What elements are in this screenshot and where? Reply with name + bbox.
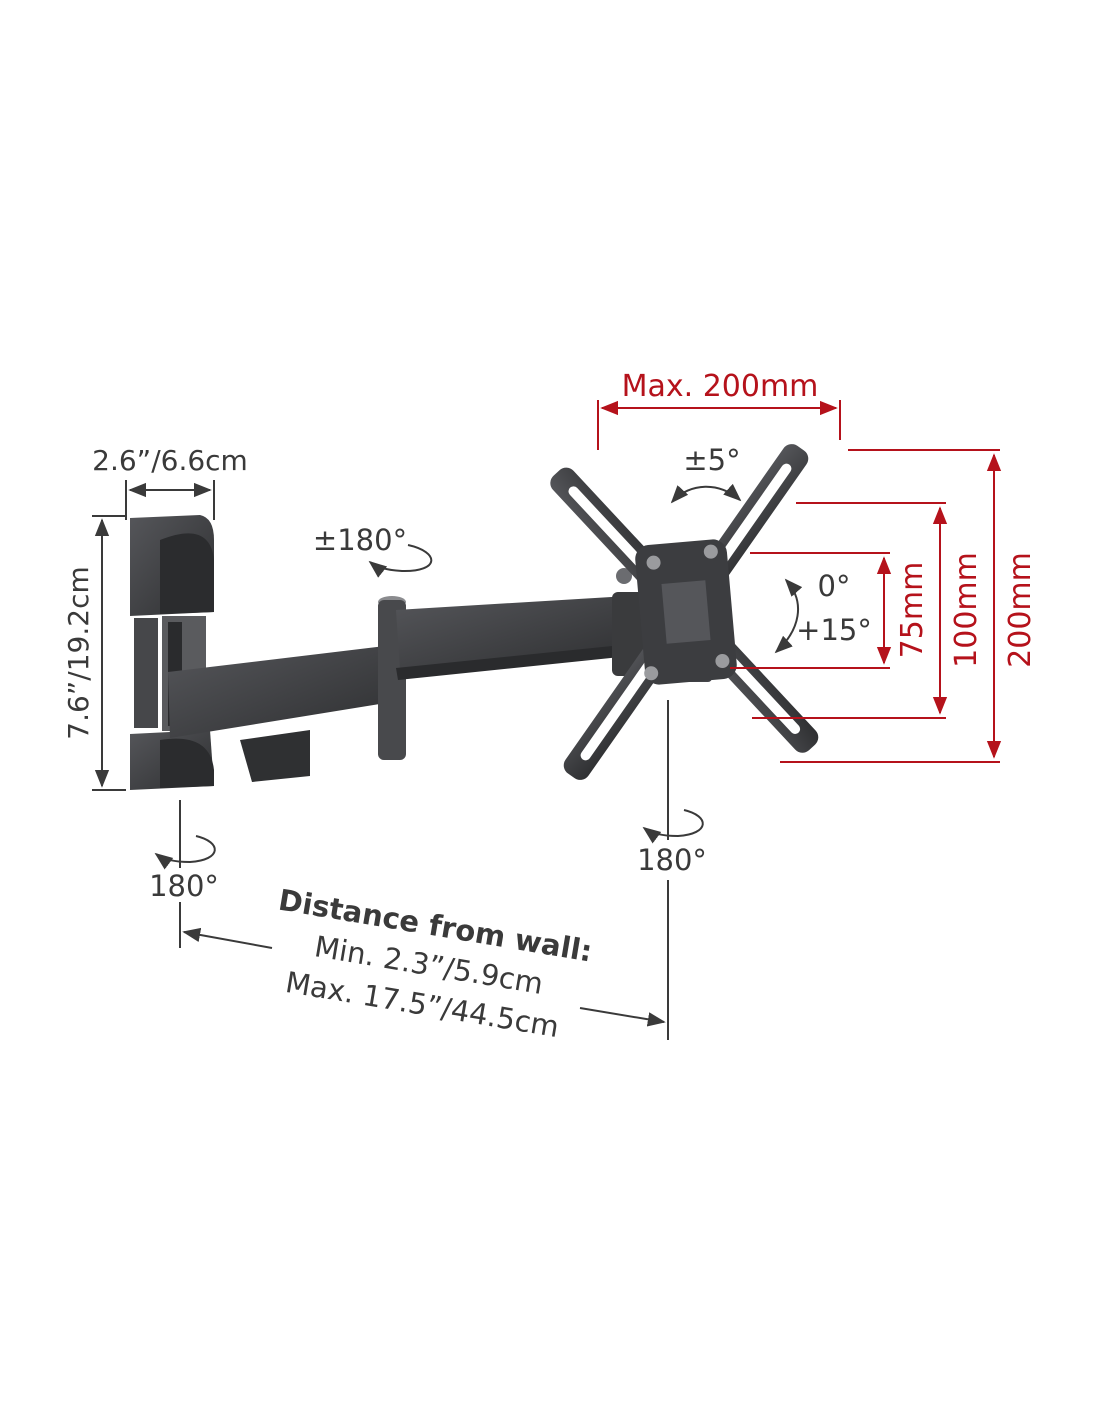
- wall-swivel-indicator: 180°: [149, 800, 219, 903]
- arm-swivel-label: ±180°: [313, 523, 407, 557]
- wall-plate-width-label: 2.6”/6.6cm: [92, 444, 248, 477]
- vesa-75-dimension: 75mm: [730, 552, 930, 669]
- wall-plate-width-dimension: 2.6”/6.6cm: [92, 444, 248, 520]
- rotation-label: ±5°: [683, 443, 740, 477]
- vesa-max-width-dimension: Max. 200mm: [597, 369, 841, 450]
- second-arm: [396, 596, 632, 680]
- vesa-200-dimension: 200mm: [780, 449, 1038, 763]
- wall-swivel-label: 180°: [149, 869, 219, 903]
- vesa-100-dimension: 100mm: [752, 502, 984, 719]
- vesa-200-label: 200mm: [1003, 552, 1038, 668]
- head-swivel-indicator: 180°: [637, 700, 707, 877]
- head-swivel-label: 180°: [637, 843, 707, 877]
- arm-swivel-indicator: ±180°: [313, 523, 433, 578]
- wall-plate-height-dimension: 7.6”/19.2cm: [62, 515, 126, 791]
- wall-plate: [130, 515, 214, 790]
- tilt-indicator: 0° +15°: [774, 569, 872, 654]
- vesa-75-label: 75mm: [895, 562, 930, 659]
- tilt-bottom-label: +15°: [796, 613, 872, 647]
- vesa-max-width-label: Max. 200mm: [622, 369, 819, 404]
- distance-from-wall-dimension: Distance from wall: Min. 2.3”/5.9cm Max.…: [179, 880, 669, 1044]
- vesa-100-label: 100mm: [949, 552, 984, 668]
- tilt-top-label: 0°: [818, 569, 851, 603]
- rotation-indicator: ±5°: [670, 443, 742, 504]
- mount-illustration: [130, 444, 819, 790]
- wall-plate-height-label: 7.6”/19.2cm: [62, 566, 95, 739]
